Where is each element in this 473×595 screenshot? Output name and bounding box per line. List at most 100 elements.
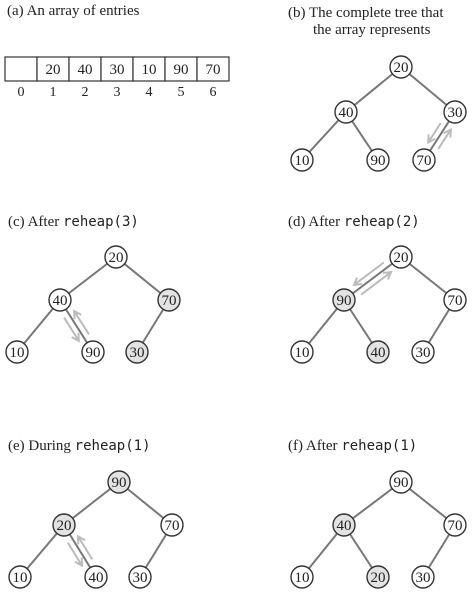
swap-arrows (352, 261, 393, 296)
caption-c: (c) After reheap(3) (8, 213, 139, 231)
arrow-head (382, 270, 393, 280)
swap-arrows (63, 309, 90, 343)
tree-edge (345, 66, 402, 113)
arrow-line (353, 261, 385, 286)
node-value: 20 (57, 518, 72, 534)
tree-node-left-left: 10 (8, 565, 32, 589)
arrow-line (63, 317, 80, 342)
node-circle (290, 565, 314, 589)
tree-node-root: 90 (107, 470, 131, 494)
node-value: 30 (133, 570, 148, 586)
node-circle (366, 565, 390, 589)
node-circle (443, 513, 467, 537)
node-value: 40 (89, 570, 104, 586)
node-circle (443, 288, 467, 312)
node-value: 20 (394, 250, 409, 266)
node-circle (157, 288, 181, 312)
node-value: 70 (162, 293, 177, 309)
arrow-head (427, 134, 436, 145)
tree-node-left: 40 (332, 513, 356, 537)
caption-a: (a) An array of entries (7, 3, 140, 19)
arrow-head (443, 127, 452, 138)
node-value: 10 (295, 570, 310, 586)
node-value: 20 (109, 250, 124, 266)
node-value: 30 (416, 345, 431, 361)
arrow-line (77, 535, 94, 560)
node-circle (389, 245, 413, 269)
node-value: 90 (112, 475, 127, 491)
caption-f-prefix: (f) After (288, 438, 342, 454)
tree-node-left-left: 10 (5, 340, 29, 364)
node-value: 90 (371, 153, 386, 169)
node-value: 10 (295, 345, 310, 361)
tree-node-right-left: 30 (128, 565, 152, 589)
caption-c-prefix: (c) After (8, 214, 63, 230)
node-value: 30 (416, 570, 431, 586)
node-circle (290, 148, 314, 172)
tree-edge (343, 481, 402, 526)
tree-node-right-left: 70 (412, 148, 436, 172)
swap-arrows (66, 534, 94, 568)
node-circle (48, 288, 72, 312)
arrow-head (352, 277, 363, 287)
arrow-line (360, 271, 392, 296)
tree-node-root: 20 (389, 245, 413, 269)
node-circle (412, 148, 436, 172)
node-circle (366, 148, 390, 172)
tree-edge (343, 256, 402, 301)
node-value: 20 (394, 60, 409, 76)
caption-e-code: reheap(1) (74, 438, 151, 454)
node-value: 10 (10, 345, 25, 361)
node-circle (84, 565, 108, 589)
tree-node-left: 20 (52, 513, 76, 537)
arrow-line (73, 310, 90, 335)
tree-node-right: 70 (160, 513, 184, 537)
caption-b-line2: the array represents (313, 22, 431, 38)
caption-d-code: reheap(2) (343, 214, 420, 230)
node-circle (334, 100, 358, 124)
node-value: 70 (448, 518, 463, 534)
node-circle (389, 55, 413, 79)
node-value: 70 (448, 293, 463, 309)
node-circle (52, 513, 76, 537)
tree-node-left-right: 40 (84, 565, 108, 589)
tree-node-left-left: 10 (290, 340, 314, 364)
node-circle (332, 288, 356, 312)
node-value: 10 (295, 153, 310, 169)
node-value: 40 (371, 345, 386, 361)
arrow-head (73, 309, 82, 320)
caption-f-code: reheap(1) (341, 438, 418, 454)
node-value: 70 (417, 153, 432, 169)
node-value: 90 (337, 293, 352, 309)
node-value: 90 (86, 345, 101, 361)
node-circle (290, 340, 314, 364)
node-value: 30 (130, 345, 145, 361)
node-value: 70 (165, 518, 180, 534)
arrow-line (66, 542, 83, 567)
node-circle (389, 470, 413, 494)
caption-f: (f) After reheap(1) (288, 437, 417, 455)
node-circle (332, 513, 356, 537)
node-value: 40 (339, 105, 354, 121)
tree-node-right: 70 (443, 513, 467, 537)
node-value: 20 (371, 570, 386, 586)
arrow-head (71, 332, 80, 343)
node-circle (160, 513, 184, 537)
tree-node-root: 20 (389, 55, 413, 79)
tree-node-left-right: 20 (366, 565, 390, 589)
tree-edge (59, 256, 117, 301)
node-value: 40 (53, 293, 68, 309)
tree-node-left-right: 40 (366, 340, 390, 364)
caption-d: (d) After reheap(2) (288, 213, 420, 231)
node-circle (104, 245, 128, 269)
arrow-head (76, 534, 86, 545)
node-circle (125, 340, 149, 364)
tree-node-left-left: 10 (290, 565, 314, 589)
node-circle (81, 340, 105, 364)
tree-edge (400, 66, 456, 113)
